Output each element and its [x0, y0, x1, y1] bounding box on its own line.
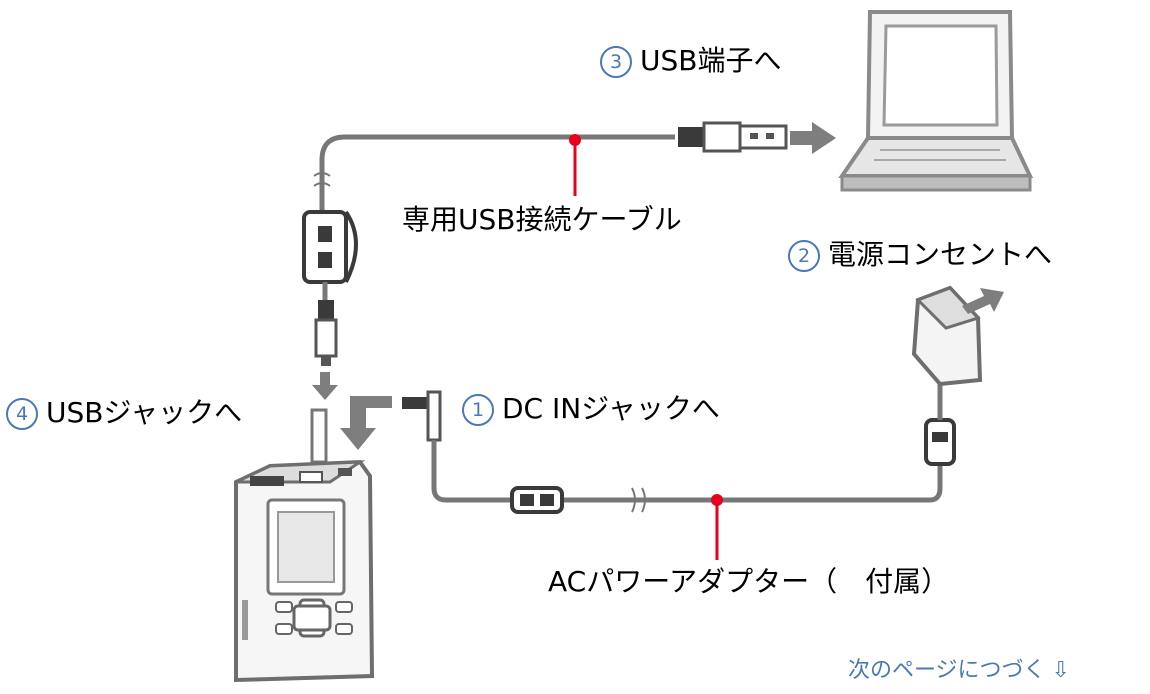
label-ac-adapter: ACパワーアダプター（ 付属） [548, 568, 949, 596]
mini-usb-plug [314, 300, 338, 366]
ac-adapter-illustration [911, 285, 983, 466]
arrow-to-outlet [962, 288, 1004, 314]
laptop-illustration [838, 10, 1034, 192]
down-arrow-icon: ⇩ [1051, 658, 1070, 683]
usb-a-plug [678, 121, 788, 153]
label-usb-port-text: USB端子へ [640, 44, 782, 77]
usb-cable-line [319, 134, 675, 205]
label-usb-cable: 専用USB接続ケーブル [402, 206, 682, 234]
dc-plug [402, 390, 442, 442]
label-usb-jack-text: USBジャックへ [46, 396, 243, 429]
step-number-3: 3 [600, 46, 632, 78]
step-number-1: 1 [462, 394, 494, 426]
ferrite-core-adapter [510, 486, 564, 514]
arrow-to-usb-jack [312, 372, 338, 400]
arrow-to-dc-in [340, 396, 392, 450]
ferrite-core-usb [302, 210, 358, 284]
adapter-cable-line [431, 440, 943, 503]
label-ac-adapter-text: ACパワーアダプター（ 付属） [548, 565, 950, 598]
next-page-link[interactable]: 次のページにつづく⇩ [848, 652, 1070, 684]
step-number-2: 2 [788, 240, 820, 272]
arrow-to-laptop [790, 122, 836, 154]
step-number-4: 4 [6, 398, 38, 430]
label-usb-cable-text: 専用USB接続ケーブル [402, 203, 682, 236]
label-dc-in-text: DC INジャックへ [502, 392, 720, 425]
player-device-illustration [234, 408, 375, 683]
next-page-text: 次のページにつづく [848, 658, 1046, 683]
label-power-outlet-text: 電源コンセントへ [828, 238, 1053, 271]
